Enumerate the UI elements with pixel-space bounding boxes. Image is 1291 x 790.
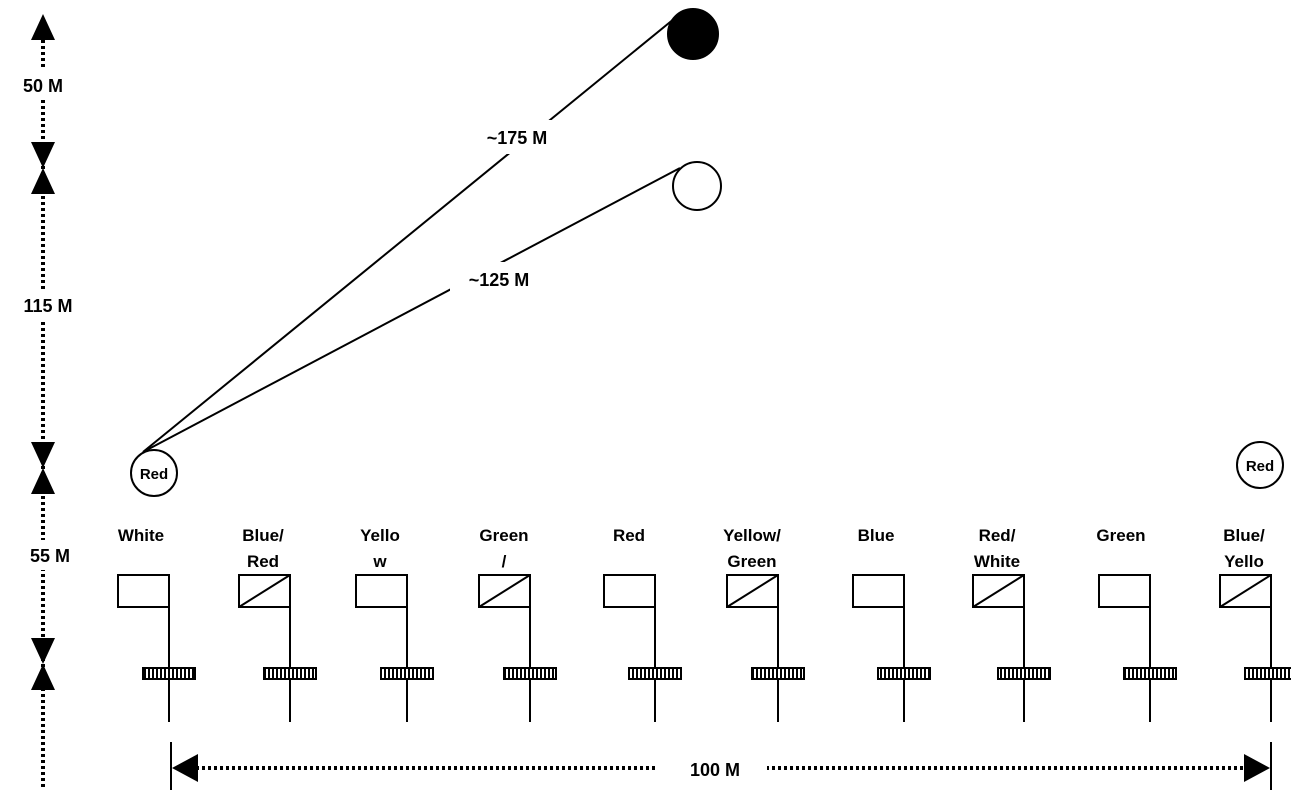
horizontal-dimension: 100 M	[170, 742, 1272, 790]
flag-label-line2: /	[502, 552, 507, 571]
distance-label-115: 115 M	[23, 296, 72, 316]
flag-base-plate	[142, 667, 196, 680]
flag-base-plate	[628, 667, 682, 680]
flag-diagonal	[478, 574, 531, 608]
flag-label-line1: Yellow/	[723, 526, 781, 545]
flag-diagonal	[972, 574, 1025, 608]
flag-panel	[852, 574, 905, 608]
arrow-up-icon	[31, 468, 55, 494]
flag-label-line1: Green	[1096, 526, 1145, 545]
far-distance-label: ~175 M	[487, 128, 548, 148]
arrow-up-icon	[31, 168, 55, 194]
flag-marker: Red	[603, 526, 682, 722]
flag-diagonal	[238, 574, 291, 608]
arrow-down-icon	[31, 142, 55, 168]
flag-label-line2: Green	[727, 552, 776, 571]
flag-base-plate	[997, 667, 1051, 680]
flag-marker: Green	[1096, 526, 1177, 722]
flag-panel	[1098, 574, 1151, 608]
flag-marker: Yello w	[355, 526, 434, 722]
flag-base-plate	[380, 667, 434, 680]
flag-marker: Blue	[852, 526, 931, 722]
flag-marker: Yellow/Green	[723, 526, 805, 722]
flag-diagonal	[726, 574, 779, 608]
arrow-left-icon	[172, 754, 198, 782]
far-target-line	[142, 13, 681, 453]
flag-base-plate	[1244, 667, 1291, 680]
flag-marker: Blue/Yello	[1219, 526, 1291, 722]
flag-label-line1: Red/	[979, 526, 1016, 545]
flag-label-line1: Blue/	[1223, 526, 1265, 545]
flag-label-line2: Red	[247, 552, 279, 571]
distance-label-55: 55 M	[30, 546, 70, 566]
distance-label-100: 100 M	[690, 760, 740, 780]
flag-marker: Green /	[478, 526, 557, 722]
flag-label-line2: White	[974, 552, 1020, 571]
near-distance-label: ~125 M	[469, 270, 530, 290]
vertical-dimension: 50 M 115 M 55 M	[0, 14, 90, 790]
flag-label-line1: Yello	[360, 526, 400, 545]
far-target-filled	[667, 8, 719, 60]
flag-label-line1: Red	[613, 526, 645, 545]
near-target-line	[142, 167, 681, 453]
corner-marker-right: Red	[1236, 441, 1284, 489]
corner-marker-right-label: Red	[1246, 458, 1274, 475]
arrow-down-icon	[31, 638, 55, 664]
flag-marker: White	[117, 526, 196, 722]
arrow-down-icon	[31, 442, 55, 468]
flag-label-line1: Green	[479, 526, 528, 545]
flag-panel	[603, 574, 656, 608]
flag-marker: Blue/Red	[238, 526, 317, 722]
arrow-up-icon	[31, 664, 55, 690]
flag-marker: Red/White	[972, 526, 1051, 722]
flag-label-line1: White	[118, 526, 164, 545]
flag-base-plate	[1123, 667, 1177, 680]
flag-label-line1: Blue/	[242, 526, 284, 545]
flag-label-line2: Yello	[1224, 552, 1264, 571]
arrow-right-icon	[1244, 754, 1270, 782]
near-target-open	[672, 161, 722, 211]
flag-diagonal	[1219, 574, 1272, 608]
flag-base-plate	[877, 667, 931, 680]
flag-label-line2: w	[372, 552, 387, 571]
corner-marker-left-label: Red	[140, 466, 168, 483]
flag-base-plate	[263, 667, 317, 680]
arrow-top-icon	[31, 14, 55, 40]
flag-base-plate	[751, 667, 805, 680]
corner-marker-left: Red	[130, 449, 178, 497]
flag-panel	[117, 574, 170, 608]
distance-label-50: 50 M	[23, 76, 63, 96]
flag-panel	[355, 574, 408, 608]
flag-label-line1: Blue	[858, 526, 895, 545]
target-lines: ~175 M ~125 M	[142, 13, 681, 453]
flag-base-plate	[503, 667, 557, 680]
